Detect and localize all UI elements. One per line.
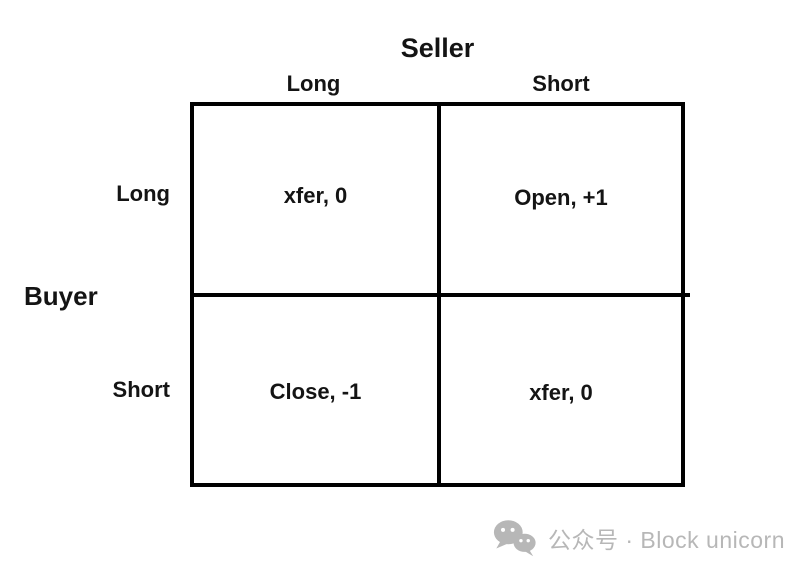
seller-column-header-short: Short: [532, 71, 590, 96]
cell-buyer-short-seller-long: Close, -1: [269, 379, 362, 404]
seller-axis-title: Seller: [400, 33, 475, 63]
buyer-row-header-long: Long: [116, 181, 170, 206]
seller-column-header-long: Long: [286, 71, 341, 96]
cell-buyer-long-seller-short: Open, +1: [514, 185, 608, 210]
matrix-horizontal-divider: [190, 293, 690, 297]
buyer-axis-title: Buyer: [24, 281, 98, 311]
watermark-text: 公众号 · Block unicorn: [547, 527, 785, 553]
watermark: 公众号 · Block unicorn: [0, 518, 785, 558]
buyer-row-header-short: Short: [112, 377, 170, 402]
cell-buyer-short-seller-short: xfer, 0: [529, 380, 593, 405]
cell-buyer-long-seller-long: xfer, 0: [283, 183, 348, 208]
wechat-icon: [492, 518, 538, 558]
